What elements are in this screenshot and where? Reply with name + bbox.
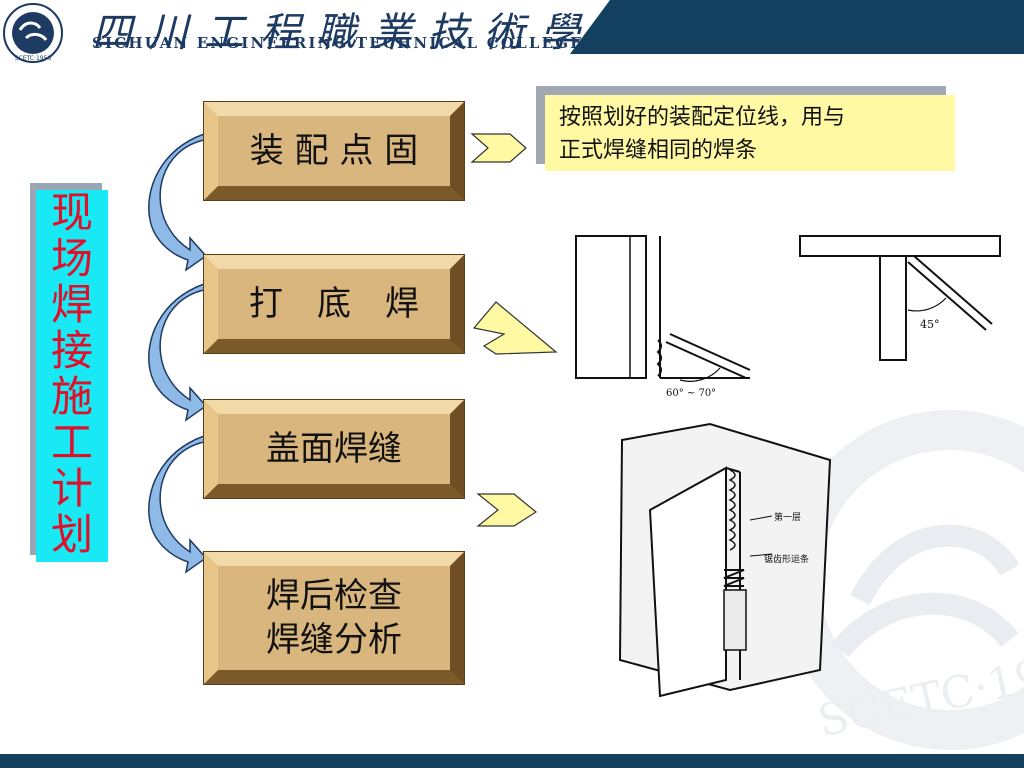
- angle-45-label: 45°: [920, 318, 940, 331]
- flow-arrows: [148, 132, 208, 574]
- chevron-arrow-3: [476, 493, 538, 527]
- title-char: 接: [50, 326, 93, 375]
- logo-text: SCETC·1956: [15, 55, 52, 62]
- step-label-line2: 焊缝分析: [266, 620, 402, 660]
- motion-label: 锯齿形运条: [764, 553, 809, 565]
- title-char: 焊: [50, 280, 93, 329]
- vertical-title: 现 场 焊 接 施 工 计 划: [36, 190, 108, 562]
- curved-arrow-3: [148, 434, 208, 574]
- school-name-cn: 四川工程職業技術學院: [92, 10, 652, 56]
- layer-label: 第一层: [774, 511, 801, 523]
- title-char: 现: [50, 188, 93, 237]
- curved-arrow-2: [148, 282, 208, 422]
- bottom-bar: [0, 754, 1024, 768]
- step-inspection: 焊后检查 焊缝分析: [204, 552, 464, 684]
- title-char: 划: [50, 510, 93, 559]
- title-char: 计: [50, 464, 93, 513]
- chevron-arrow-1: [470, 133, 527, 163]
- angle-range-label: 60° ~ 70°: [666, 388, 716, 399]
- title-char: 场: [50, 234, 93, 283]
- title-char: 施: [50, 372, 93, 421]
- college-logo: SCETC·1956: [3, 3, 63, 63]
- chevron-arrow-2: [472, 301, 558, 355]
- school-name-en: SICHUAN ENGINEERING TECHNICAL COLLEGE: [92, 34, 584, 52]
- title-char: 工: [50, 418, 93, 467]
- figure-weave-weld: 第一层 锯齿形运条: [618, 422, 832, 698]
- curved-arrow-1: [148, 132, 208, 272]
- step-root-weld: 打 底 焊: [204, 255, 464, 353]
- figure-root-weld-angle: 60° ~ 70°: [575, 235, 751, 399]
- step-label: 装 配 点 固: [249, 131, 419, 171]
- callout-line1: 按照划好的装配定位线，用与: [559, 105, 846, 130]
- callout-line2: 正式焊缝相同的焊条: [559, 138, 758, 163]
- step-label: 盖面焊缝: [266, 429, 402, 469]
- step-cover-weld: 盖面焊缝: [204, 400, 464, 498]
- callout-note: 按照划好的装配定位线，用与 正式焊缝相同的焊条: [545, 95, 955, 171]
- figure-tjoint-45: 45°: [799, 235, 1001, 361]
- step-label: 打 底 焊: [249, 284, 419, 324]
- header-band: [570, 0, 1024, 54]
- step-label-line1: 焊后检查: [266, 576, 402, 616]
- step-tack-weld: 装 配 点 固: [204, 102, 464, 200]
